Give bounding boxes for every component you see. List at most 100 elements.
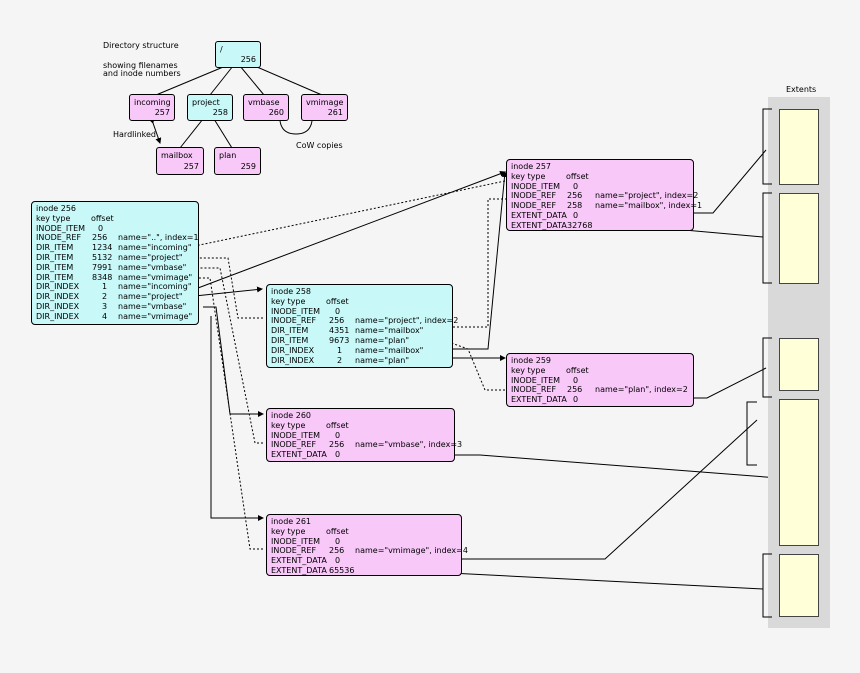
- header-key-type: key type: [511, 171, 546, 181]
- key-type: INODE_REF: [511, 191, 557, 201]
- inode-title: inode 260: [271, 411, 311, 420]
- key-offset: 0: [573, 395, 579, 405]
- key-type: DIR_INDEX: [271, 355, 315, 365]
- key-type: INODE_REF: [271, 546, 317, 556]
- tree-node-inode: 257: [183, 162, 199, 171]
- key-type: INODE_ITEM: [271, 306, 321, 316]
- key-detail: name="vmbase", index=3: [355, 440, 463, 450]
- key-type: DIR_ITEM: [36, 252, 74, 262]
- inode-row: DIR_ITEM 9673 name="plan": [271, 336, 448, 346]
- key-type: DIR_ITEM: [271, 326, 309, 336]
- inode-title: inode 261: [271, 517, 311, 526]
- tree-node-name: project: [192, 98, 220, 107]
- key-offset: 0: [335, 450, 341, 460]
- key-type: DIR_ITEM: [271, 335, 309, 345]
- inode-row: INODE_ITEM 0: [271, 431, 450, 441]
- tree-node-inode: 257: [154, 108, 170, 117]
- header-offset: offset: [566, 365, 589, 375]
- tree-node-name: /: [220, 45, 223, 54]
- extent-block: [779, 554, 819, 617]
- key-offset: 2: [102, 292, 108, 302]
- key-offset: 32768: [567, 220, 593, 230]
- key-type: EXTENT_DATA: [511, 210, 567, 220]
- key-detail: name="..", index=1: [118, 233, 199, 243]
- inode-header: key type offset: [271, 297, 448, 307]
- key-type: EXTENT_DATA: [511, 220, 567, 230]
- key-offset: 256: [329, 440, 345, 450]
- extent-block: [779, 193, 819, 284]
- key-offset: 0: [335, 536, 341, 546]
- tree-node-root: / 256: [215, 41, 261, 68]
- key-type: DIR_INDEX: [36, 311, 80, 321]
- extent-block: [779, 399, 819, 546]
- header-key-type: key type: [271, 526, 306, 536]
- legend-subtitle-1: showing filenames: [103, 61, 178, 70]
- inode-header: key type offset: [271, 421, 450, 431]
- key-type: INODE_ITEM: [271, 430, 321, 440]
- key-detail: name="vmbase": [118, 262, 187, 272]
- key-offset: 7991: [92, 262, 113, 272]
- key-detail: name="project", index=2: [595, 191, 699, 201]
- key-offset: 256: [567, 191, 583, 201]
- key-detail: name="vmimage": [118, 272, 193, 282]
- header-key-type: key type: [271, 420, 306, 430]
- key-type: DIR_ITEM: [36, 262, 74, 272]
- key-type: INODE_REF: [271, 316, 317, 326]
- header-offset: offset: [326, 296, 349, 306]
- key-offset: 9673: [329, 335, 350, 345]
- extent-block: [779, 109, 819, 185]
- inode-title: inode 259: [511, 356, 551, 365]
- key-detail: name="project": [118, 292, 183, 302]
- tree-node-plan: plan 259: [214, 147, 261, 175]
- inode-header: key type offset: [36, 214, 194, 224]
- key-type: INODE_ITEM: [36, 223, 86, 233]
- inode-row: DIR_INDEX 2 name="project": [36, 292, 194, 302]
- tree-node-name: vmimage: [306, 98, 344, 107]
- key-offset: 1234: [92, 243, 113, 253]
- key-type: EXTENT_DATA: [271, 450, 327, 460]
- key-type: DIR_INDEX: [36, 301, 80, 311]
- key-detail: name="incoming": [118, 243, 192, 253]
- key-type: INODE_REF: [511, 201, 557, 211]
- header-offset: offset: [326, 420, 349, 430]
- inode-header: key type offset: [271, 527, 457, 537]
- header-key-type: key type: [36, 213, 71, 223]
- key-type: INODE_REF: [511, 385, 557, 395]
- tree-node-name: incoming: [134, 98, 171, 107]
- key-offset: 1: [102, 282, 108, 292]
- key-type: INODE_ITEM: [511, 181, 561, 191]
- tree-node-vmbase: vmbase 260: [243, 94, 289, 121]
- inode-header: key type offset: [511, 366, 689, 376]
- key-type: DIR_INDEX: [36, 282, 80, 292]
- cow-copies-label: CoW copies: [296, 141, 343, 150]
- key-detail: name="mailbox": [355, 326, 424, 336]
- key-type: DIR_INDEX: [36, 292, 80, 302]
- key-type: EXTENT_DATA: [511, 395, 567, 405]
- key-detail: name="plan": [355, 335, 410, 345]
- tree-node-name: vmbase: [248, 98, 280, 107]
- key-offset: 0: [335, 430, 341, 440]
- key-offset: 256: [329, 546, 345, 556]
- tree-node-inode: 258: [212, 108, 228, 117]
- tree-node-inode: 259: [240, 162, 256, 171]
- tree-node-name: mailbox: [161, 151, 193, 160]
